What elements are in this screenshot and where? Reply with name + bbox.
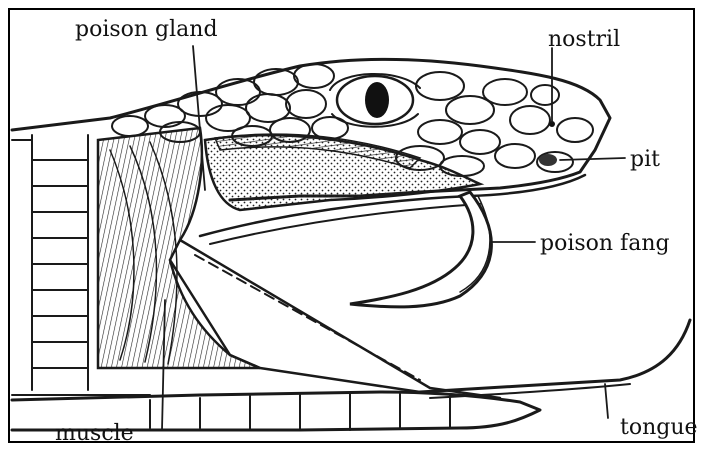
label-pit: pit bbox=[630, 147, 660, 172]
label-nostril: nostril bbox=[548, 27, 620, 52]
label-poison-gland: poison gland bbox=[75, 17, 218, 42]
label-tongue: tongue bbox=[620, 415, 698, 440]
pit-organ bbox=[539, 154, 557, 166]
pupil bbox=[365, 82, 389, 118]
mandible bbox=[180, 240, 500, 398]
tongue bbox=[420, 320, 690, 392]
jaw-hinge-line bbox=[170, 260, 420, 392]
label-poison-fang: poison fang bbox=[540, 231, 670, 256]
label-muscle: muscle bbox=[55, 421, 134, 446]
lower-jaw-scales bbox=[150, 394, 450, 430]
